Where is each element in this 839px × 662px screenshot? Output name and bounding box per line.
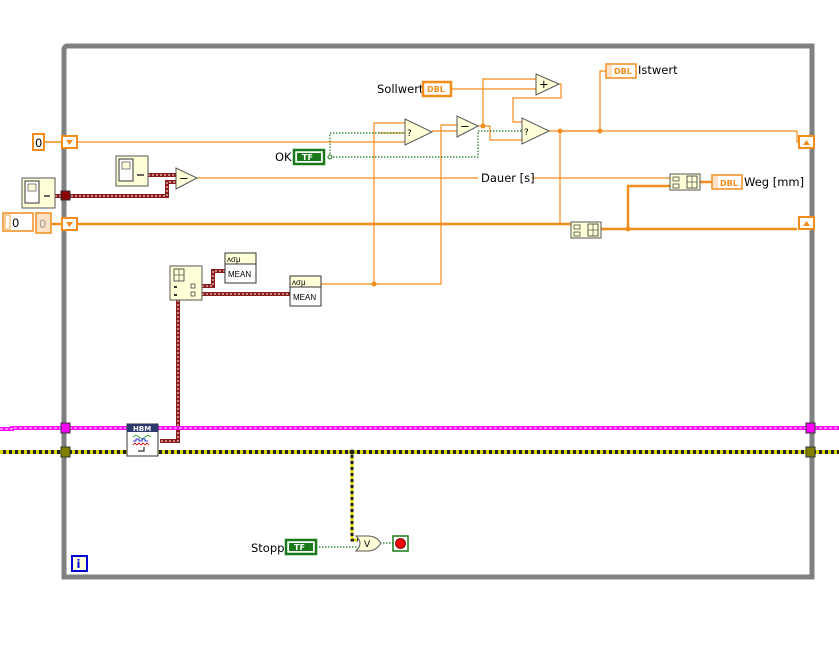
stats-icon: ʌσμ (227, 255, 241, 264)
loop-condition-terminal[interactable] (392, 535, 409, 552)
wire-shift-register-bottom[interactable] (52, 184, 797, 231)
sollwert-label: Sollwert (377, 82, 424, 96)
sollwert-control[interactable]: DBL (421, 80, 453, 98)
numeric-control-value: 0 (12, 216, 19, 230)
weg-label: Weg [mm] (744, 175, 804, 189)
stopp-type: TF (294, 543, 305, 552)
mean-node-2[interactable]: ʌσμ MEAN (289, 275, 322, 307)
istwert-type: DBL (614, 67, 632, 76)
wire-ok-boolean[interactable] (329, 130, 522, 158)
select-glyph-1: ? (407, 129, 412, 139)
mean-2-label: MEAN (293, 293, 316, 302)
shift-register-right-bottom[interactable] (798, 216, 815, 230)
subtract-node-time[interactable]: − (175, 167, 199, 190)
select-node-2[interactable]: ? (521, 117, 551, 145)
wire-cluster[interactable] (55, 173, 290, 443)
while-loop-border[interactable] (61, 43, 815, 580)
ok-type: TF (302, 153, 313, 162)
shift-register-right-top[interactable] (798, 135, 815, 149)
select-node-1[interactable]: ? (404, 118, 434, 146)
ok-label: OK (275, 150, 292, 164)
get-time-node-outer[interactable] (21, 177, 56, 209)
wire-junction (327, 154, 333, 160)
numeric-control[interactable]: 0 (2, 212, 34, 232)
or-node[interactable]: V (354, 535, 382, 552)
unbundle-node[interactable] (169, 265, 203, 301)
build-array-node-1[interactable] (669, 173, 701, 191)
subtract-glyph-2: − (460, 119, 470, 133)
subtract-node-2[interactable]: − (456, 115, 480, 138)
wire-task[interactable] (0, 426, 839, 431)
init-constant[interactable]: 0 (32, 133, 45, 151)
weg-indicator[interactable]: DBL (711, 174, 743, 190)
stopp-control[interactable]: TF (284, 538, 318, 556)
mean-1-label: MEAN (228, 270, 251, 279)
shift-register-left-bottom[interactable] (61, 217, 78, 231)
hbm-read-node[interactable]: HBM (126, 423, 159, 457)
istwert-label: Istwert (638, 63, 678, 77)
istwert-indicator[interactable]: DBL (605, 63, 637, 79)
wire-error[interactable] (0, 450, 839, 542)
build-array-node-2[interactable] (570, 221, 602, 239)
stats-icon-2: ʌσμ (292, 278, 306, 287)
hbm-label: HBM (133, 425, 151, 433)
dauer-label: Dauer [s] (481, 171, 535, 185)
tunnel-error-left[interactable] (60, 446, 71, 458)
info-icon: i (77, 557, 81, 571)
ok-control[interactable]: TF (292, 148, 326, 166)
add-node[interactable]: + (535, 73, 561, 96)
shift-register-left-top[interactable] (61, 135, 78, 149)
tunnel-task-left[interactable] (60, 422, 71, 434)
tunnel-cluster[interactable] (60, 190, 71, 201)
iteration-terminal[interactable]: i (71, 555, 88, 572)
get-time-node-inner[interactable] (115, 155, 149, 187)
or-glyph: V (364, 540, 371, 550)
sollwert-type: DBL (427, 85, 445, 94)
stop-icon (395, 538, 406, 549)
init-constant-2-value: 0 (39, 217, 46, 231)
init-constant-2[interactable]: 0 (35, 212, 52, 234)
subtract-glyph: − (179, 171, 189, 185)
stopp-label: Stopp (251, 541, 284, 555)
wire-mean-output[interactable] (321, 122, 457, 285)
wire-junctions (371, 123, 631, 287)
wire-select2-out[interactable] (549, 70, 606, 225)
error-junction (349, 449, 355, 455)
init-constant-value: 0 (35, 136, 42, 150)
add-glyph: + (539, 77, 549, 91)
tunnel-error-right[interactable] (805, 446, 816, 458)
signal-icon (132, 435, 152, 439)
mean-node-1[interactable]: ʌσμ MEAN (224, 252, 257, 284)
weg-type: DBL (720, 179, 738, 188)
select-glyph-2: ? (524, 128, 529, 138)
tunnel-task-right[interactable] (805, 422, 816, 434)
